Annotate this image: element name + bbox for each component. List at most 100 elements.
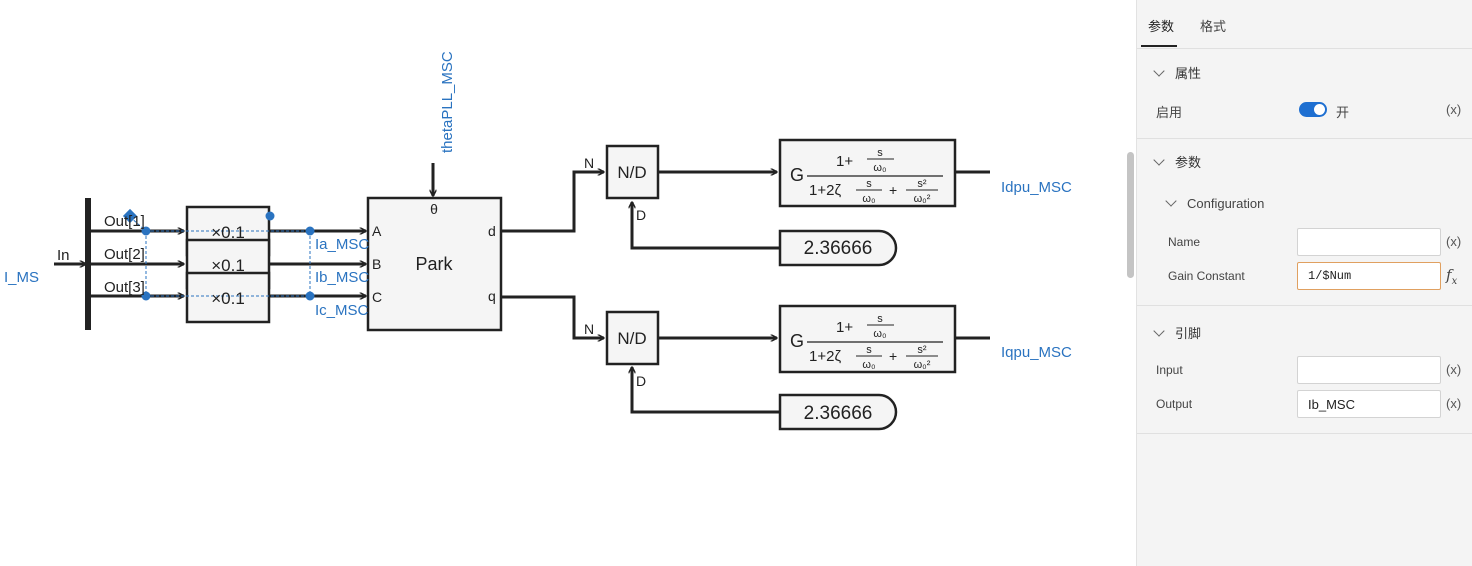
filter-2-num-s: s xyxy=(877,313,883,325)
filter-1-num-omega: ω₀ xyxy=(873,162,886,174)
enable-variable-button[interactable]: (x) xyxy=(1446,102,1462,117)
chevron-down-icon xyxy=(1153,65,1165,77)
panel-tabs: 参数 格式 xyxy=(1137,0,1472,49)
section-pins-title: 引脚 xyxy=(1175,326,1202,341)
nd-2-d-port: D xyxy=(636,373,646,389)
filter-2-formula: G 1+ s ω₀ 1+2ζ s ω₀ + s² ω₀² xyxy=(790,313,943,371)
divider xyxy=(1137,433,1472,434)
filter-1-num-s: s xyxy=(877,147,883,159)
enable-state-label: 开 xyxy=(1336,105,1350,120)
section-properties-header[interactable]: 属性 xyxy=(1153,63,1202,82)
name-label: Name xyxy=(1168,235,1201,249)
filter-1-den-plus: + xyxy=(889,182,897,198)
block-diagram: I_MS In Out[1] Out[2] Out[3] ×0.1 ×0.1 ×… xyxy=(4,51,1072,431)
park-port-c: C xyxy=(372,289,382,305)
enable-toggle[interactable] xyxy=(1299,102,1327,117)
input-variable-button[interactable]: (x) xyxy=(1446,362,1462,377)
gain-block-3[interactable] xyxy=(185,271,271,324)
signal-ia-label: Ia_MSC xyxy=(315,236,369,253)
gain-3-label: ×0.1 xyxy=(211,289,245,308)
filter-2-num-omega: ω₀ xyxy=(873,328,886,340)
filter-2-gain: G xyxy=(790,331,804,351)
output-pin-field[interactable] xyxy=(1297,390,1441,418)
name-field[interactable] xyxy=(1297,228,1441,256)
gain-constant-field[interactable] xyxy=(1297,262,1441,290)
active-tab-indicator xyxy=(1141,45,1177,47)
filter-1-den-s2: s² xyxy=(917,178,927,190)
output-iqpu-label: Iqpu_MSC xyxy=(1001,344,1072,361)
divider xyxy=(1137,305,1472,306)
gain-constant-label: Gain Constant xyxy=(1168,269,1245,283)
filter-2-den-omega: ω₀ xyxy=(862,359,875,371)
filter-2-den-s2: s² xyxy=(917,344,927,356)
filter-2-den-plus: + xyxy=(889,348,897,364)
signal-ic-label: Ic_MSC xyxy=(315,302,369,319)
constant-1-value: 2.36666 xyxy=(804,238,873,259)
divider xyxy=(1137,138,1472,139)
park-port-q: q xyxy=(488,288,496,304)
configuration-group-title: Configuration xyxy=(1187,196,1265,211)
filter-1-den-omega2: ω₀² xyxy=(914,193,931,205)
nd-2-label: N/D xyxy=(617,329,646,348)
nd-block-2[interactable] xyxy=(605,310,660,366)
demux-out-3-label: Out[3] xyxy=(104,279,145,296)
filter-1-num-prefix: 1+ xyxy=(836,153,853,170)
filter-1-den-prefix: 1+2ζ xyxy=(809,182,841,199)
park-block[interactable] xyxy=(366,196,503,332)
diagram-canvas[interactable]: I_MS In Out[1] Out[2] Out[3] ×0.1 ×0.1 ×… xyxy=(0,0,1136,566)
filter-block-2[interactable] xyxy=(778,304,957,374)
constant-block-1[interactable] xyxy=(778,229,898,267)
output-variable-button[interactable]: (x) xyxy=(1446,396,1462,411)
nd-1-label: N/D xyxy=(617,163,646,182)
constant-block-2[interactable] xyxy=(778,393,898,431)
nd-1-n-port: N xyxy=(584,155,594,171)
gain-1-label: ×0.1 xyxy=(211,223,245,242)
section-pins-header[interactable]: 引脚 xyxy=(1153,323,1202,342)
constant-2-value: 2.36666 xyxy=(804,403,873,424)
output-pin-label: Output xyxy=(1156,397,1193,411)
fx-icon[interactable]: fx xyxy=(1446,266,1458,287)
demux-in-label: In xyxy=(57,247,70,264)
configuration-group-header[interactable]: Configuration xyxy=(1165,195,1265,211)
name-variable-button[interactable]: (x) xyxy=(1446,234,1462,249)
chevron-down-icon xyxy=(1165,195,1177,207)
filter-2-den-prefix: 1+2ζ xyxy=(809,348,841,365)
park-port-a: A xyxy=(372,223,382,239)
section-parameters-title: 参数 xyxy=(1175,155,1202,170)
park-port-b: B xyxy=(372,256,381,272)
input-signal-label: I_MS xyxy=(4,269,39,286)
section-properties-title: 属性 xyxy=(1175,66,1202,81)
demux-bar[interactable] xyxy=(85,198,91,330)
signal-ib-label: Ib_MSC xyxy=(315,269,369,286)
filter-1-den-omega: ω₀ xyxy=(862,193,875,205)
park-theta-port: θ xyxy=(430,201,438,217)
theta-signal-label: thetaPLL_MSC xyxy=(439,51,456,153)
enable-label: 启用 xyxy=(1156,105,1183,120)
nd-1-d-port: D xyxy=(636,207,646,223)
filter-1-formula: G 1+ s ω₀ 1+2ζ s ω₀ + s² ω₀² xyxy=(790,147,943,205)
filter-1-gain: G xyxy=(790,165,804,185)
output-idpu-label: Idpu_MSC xyxy=(1001,179,1072,196)
toggle-knob xyxy=(1314,104,1325,115)
filter-2-den-s: s xyxy=(866,344,872,356)
demux-out-2-label: Out[2] xyxy=(104,246,145,263)
input-pin-label: Input xyxy=(1156,363,1183,377)
park-title: Park xyxy=(415,254,453,274)
section-parameters-header[interactable]: 参数 xyxy=(1153,152,1202,171)
filter-block-1[interactable] xyxy=(778,138,957,208)
filter-1-den-s: s xyxy=(866,178,872,190)
chevron-down-icon xyxy=(1153,154,1165,166)
park-port-d: d xyxy=(488,223,496,239)
filter-2-num-prefix: 1+ xyxy=(836,319,853,336)
canvas-scrollbar[interactable] xyxy=(1127,152,1134,278)
properties-panel: 参数 格式 属性 启用 开 (x) 参数 Configuration Name … xyxy=(1136,0,1472,566)
tab-format[interactable]: 格式 xyxy=(1200,19,1227,34)
input-pin-field[interactable] xyxy=(1297,356,1441,384)
nd-2-n-port: N xyxy=(584,321,594,337)
nd-block-1[interactable] xyxy=(605,144,660,200)
demux-out-1-label: Out[1] xyxy=(104,213,145,230)
tab-parameters[interactable]: 参数 xyxy=(1148,19,1175,34)
gain-2-label: ×0.1 xyxy=(211,256,245,275)
chevron-down-icon xyxy=(1153,325,1165,337)
filter-2-den-omega2: ω₀² xyxy=(914,359,931,371)
